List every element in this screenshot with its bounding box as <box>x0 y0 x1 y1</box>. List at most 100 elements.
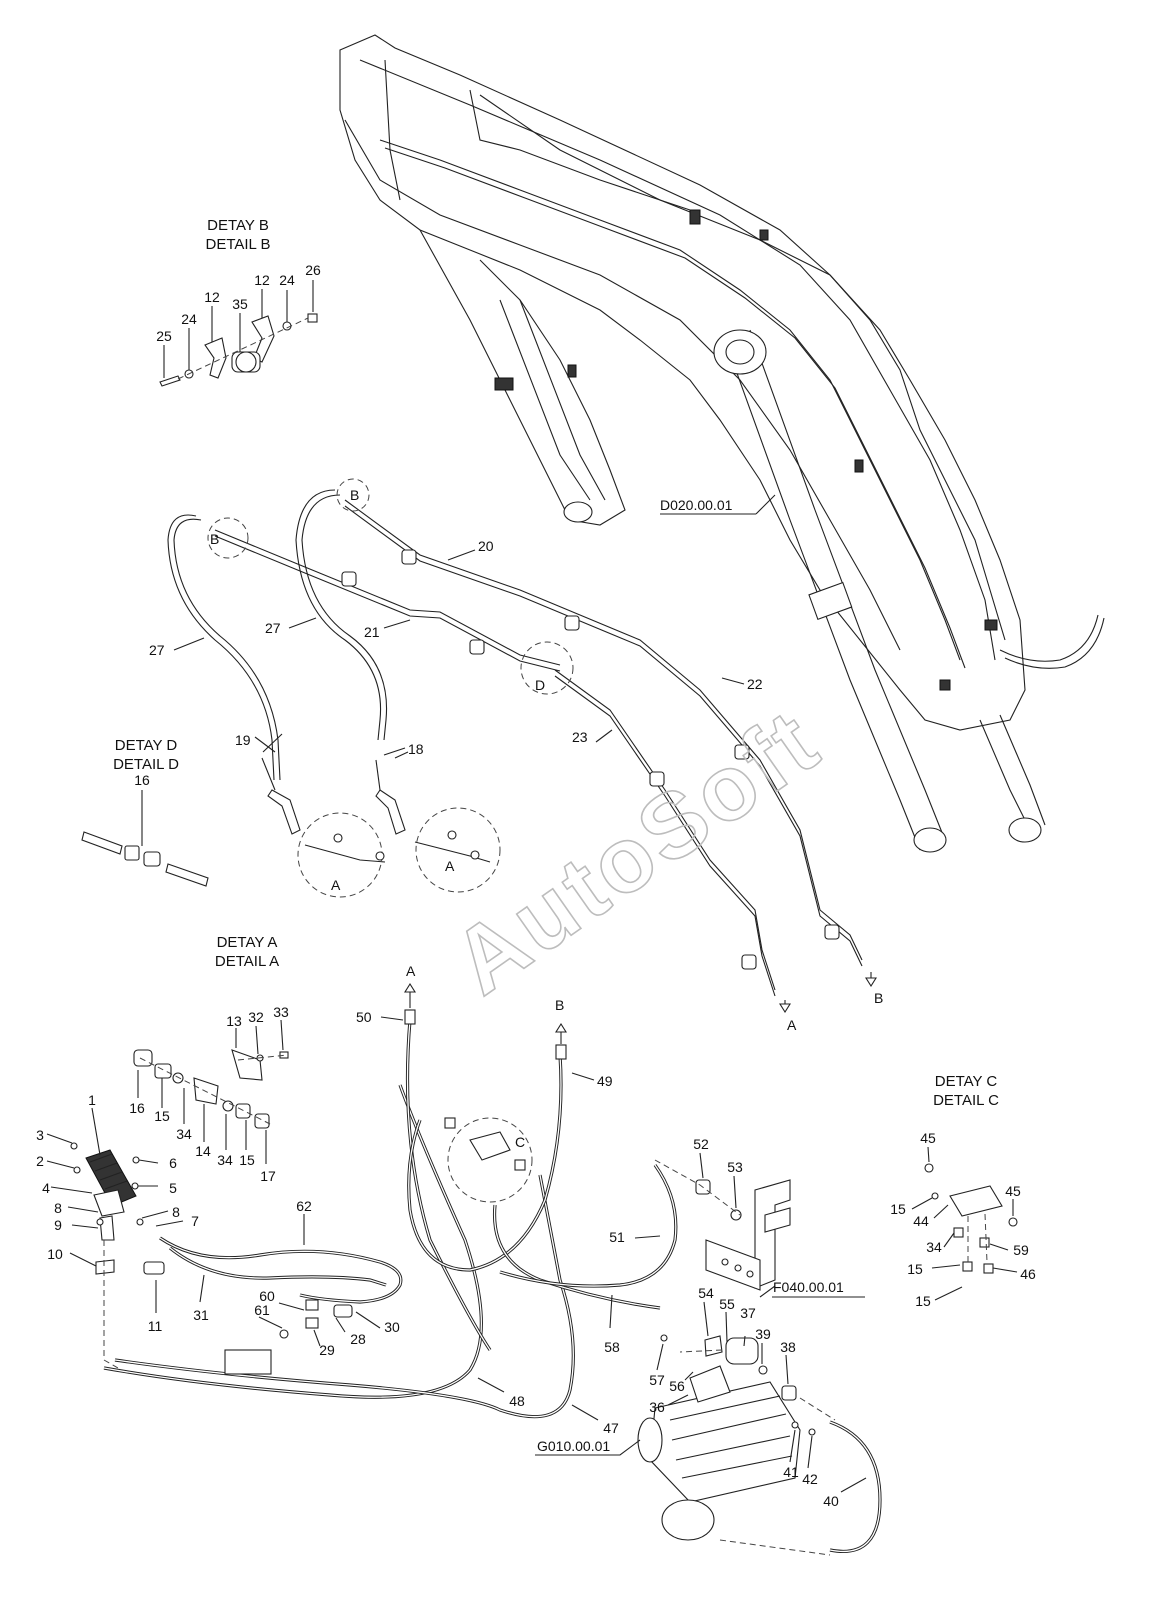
part-label: 36 <box>649 1399 665 1415</box>
part-label: 38 <box>780 1339 796 1355</box>
pump-assembly: 54 55 37 39 38 57 56 36 41 42 40 G010.00… <box>535 1285 867 1556</box>
part-label: 42 <box>802 1471 818 1487</box>
part-label: 32 <box>248 1009 264 1025</box>
part-label: 34 <box>926 1239 942 1255</box>
detail-a-title-tr: DETAY A <box>217 934 278 951</box>
part-label: 8 <box>54 1200 62 1216</box>
part-label: 31 <box>193 1307 209 1323</box>
part-label: 15 <box>890 1201 906 1217</box>
detail-a: DETAY A DETAIL A 13 32 33 16 15 34 14 34… <box>129 934 289 1184</box>
detail-b-title-tr: DETAY B <box>207 217 269 234</box>
part-label: 53 <box>727 1159 743 1175</box>
part-label: 34 <box>217 1152 233 1168</box>
part-label: 12 <box>204 289 220 305</box>
part-label: 40 <box>823 1493 839 1509</box>
detail-b: DETAY B DETAIL B 25 24 12 35 12 24 26 <box>156 217 321 387</box>
part-label: 46 <box>1020 1266 1036 1282</box>
part-label: 24 <box>279 272 295 288</box>
part-label: 13 <box>226 1013 242 1029</box>
part-label: 60 <box>259 1288 275 1304</box>
part-label: 58 <box>604 1339 620 1355</box>
part-label: 21 <box>364 624 380 640</box>
detail-a-title-en: DETAIL A <box>215 953 279 970</box>
part-label: 34 <box>176 1126 192 1142</box>
part-label: 4 <box>42 1180 50 1196</box>
part-label: 16 <box>129 1100 145 1116</box>
part-label: 17 <box>260 1168 276 1184</box>
part-label: 29 <box>319 1342 335 1358</box>
part-label: 57 <box>649 1372 665 1388</box>
part-label: 26 <box>305 262 321 278</box>
part-label: 24 <box>181 311 197 327</box>
part-label: 18 <box>408 741 424 757</box>
part-label: 12 <box>254 272 270 288</box>
connector-label-a: A <box>406 963 416 979</box>
part-label: 25 <box>156 328 172 344</box>
part-label: 49 <box>597 1073 613 1089</box>
ref-boom: D020.00.01 <box>660 497 733 513</box>
detail-d-title-tr: DETAY D <box>115 737 178 754</box>
part-label: 52 <box>693 1136 709 1152</box>
detail-d-title-en: DETAIL D <box>113 756 179 773</box>
part-label: 9 <box>54 1217 62 1233</box>
connector-label-b: B <box>874 990 883 1006</box>
part-label: 41 <box>783 1464 799 1480</box>
part-label: 22 <box>747 676 763 692</box>
part-label: 23 <box>572 729 588 745</box>
part-label: 45 <box>920 1130 936 1146</box>
connector-label-a: A <box>787 1017 797 1033</box>
boom-assembly-drawing: D020.00.01 <box>339 34 1105 853</box>
zoom-label-c: C <box>515 1134 525 1150</box>
part-label: 33 <box>273 1004 289 1020</box>
zoom-label-a: A <box>331 877 341 893</box>
valve-block: 52 53 F040.00.01 <box>654 1136 865 1298</box>
part-label: 14 <box>195 1143 211 1159</box>
part-label: 35 <box>232 296 248 312</box>
zoom-label-a: A <box>445 858 455 874</box>
part-label: 1 <box>88 1092 96 1108</box>
part-label: 44 <box>913 1213 929 1229</box>
detail-c-title-en: DETAIL C <box>933 1092 999 1109</box>
part-label: 55 <box>719 1296 735 1312</box>
zoom-label-b: B <box>350 487 359 503</box>
part-label: 7 <box>191 1213 199 1229</box>
part-label: 54 <box>698 1285 714 1301</box>
ref-valve: F040.00.01 <box>773 1279 844 1295</box>
part-label: 11 <box>148 1318 163 1334</box>
part-label: 37 <box>740 1305 756 1321</box>
detail-b-title-en: DETAIL B <box>205 236 270 253</box>
part-label: 10 <box>47 1246 63 1262</box>
zoom-label-d: D <box>535 677 545 693</box>
watermark: AutoSoft <box>435 689 838 1014</box>
hose-routing-lower: A B C 50 49 62 31 60 61 28 29 30 51 <box>103 963 882 1553</box>
part-label: 3 <box>36 1127 44 1143</box>
part-label: 20 <box>478 538 494 554</box>
detail-c-title-tr: DETAY C <box>935 1073 998 1090</box>
part-label: 15 <box>239 1152 255 1168</box>
part-label: 51 <box>609 1229 625 1245</box>
ref-pump: G010.00.01 <box>537 1438 610 1454</box>
part-label: 47 <box>603 1420 619 1436</box>
part-label: 2 <box>36 1153 44 1169</box>
part-label: 15 <box>154 1108 170 1124</box>
detail-c: DETAY C DETAIL C 45 45 15 44 34 59 15 46… <box>890 1073 1036 1309</box>
part-label: 48 <box>509 1393 525 1409</box>
part-label: 5 <box>169 1180 177 1196</box>
connector-label-b: B <box>555 997 564 1013</box>
part-label: 61 <box>254 1302 270 1318</box>
part-label: 62 <box>296 1198 312 1214</box>
part-label: 45 <box>1005 1183 1021 1199</box>
part-label: 56 <box>669 1378 685 1394</box>
part-label: 59 <box>1013 1242 1029 1258</box>
part-label: 15 <box>907 1261 923 1277</box>
hose-routing-middle: B B D 27 27 21 20 22 23 19 18 A A <box>149 478 883 1033</box>
part-label: 39 <box>755 1326 771 1342</box>
part-label: 16 <box>134 772 150 788</box>
part-label: 6 <box>169 1155 177 1171</box>
part-label: 19 <box>235 732 251 748</box>
part-label: 27 <box>149 642 165 658</box>
part-label: 27 <box>265 620 281 636</box>
zoom-label-b: B <box>210 531 219 547</box>
part-label: 50 <box>356 1009 372 1025</box>
